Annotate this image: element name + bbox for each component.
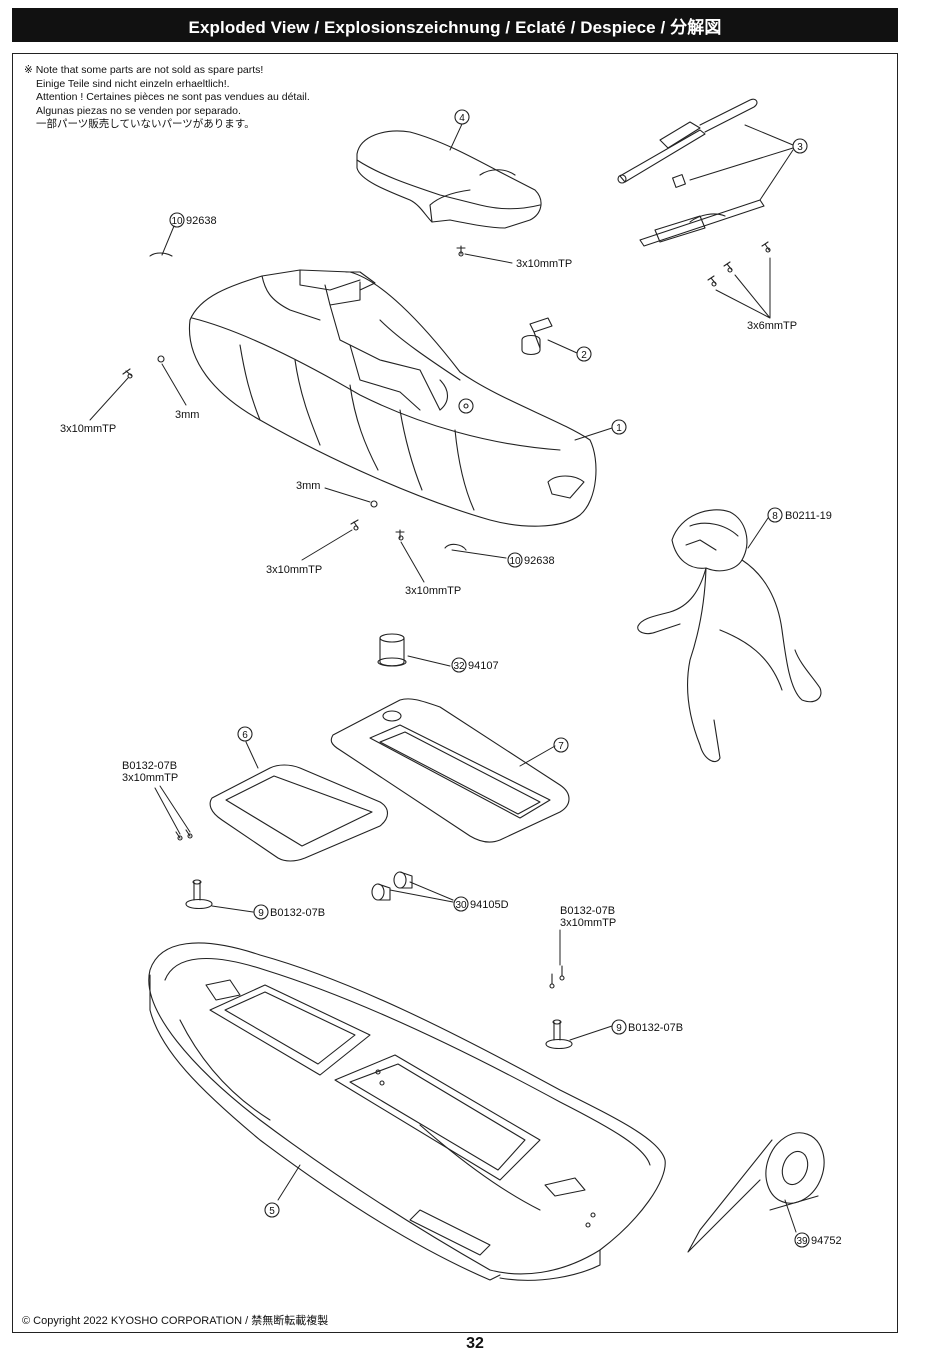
label-right-screw: 3x10mmTP — [560, 917, 616, 929]
copyright-notice: © Copyright 2022 KYOSHO CORPORATION / 禁無… — [22, 1315, 329, 1327]
svg-text:5: 5 — [269, 1206, 275, 1217]
label-left-screw: 3x10mmTP — [122, 772, 178, 784]
note-japanese: 一部パーツ販売していないパーツがあります。 — [36, 118, 255, 130]
driver-figure — [637, 509, 822, 763]
steering-rods-part — [617, 98, 765, 247]
hatch-cover-part — [209, 764, 389, 862]
post-9b — [545, 1019, 573, 1050]
svg-text:2: 2 — [581, 350, 587, 361]
callout-10b: 10 92638 — [507, 552, 555, 568]
svg-text:10: 10 — [509, 556, 521, 567]
svg-text:39: 39 — [796, 1236, 808, 1247]
callout-39: 39 94752 — [794, 1232, 842, 1248]
left-screws — [175, 829, 193, 841]
svg-text:30: 30 — [455, 900, 467, 911]
label-3x10-left: 3x10mmTP — [60, 423, 116, 435]
callout-30: 30 94105D — [453, 896, 509, 912]
svg-text:B0132-07B: B0132-07B — [270, 907, 325, 919]
label-3x10-right: 3x10mmTP — [405, 585, 461, 597]
svg-text:92638: 92638 — [524, 555, 555, 567]
note-french: Attention ! Certaines pièces ne sont pas… — [36, 91, 310, 103]
part-30-grommets — [371, 871, 413, 901]
label-3mm-left: 3mm — [175, 409, 199, 421]
page-number: 32 — [466, 1335, 484, 1352]
hardware-labels: 3x10mmTP 3x6mmTP 3x10mmTP 3mm 3mm 3x10mm… — [60, 258, 797, 929]
diagram-frame — [12, 53, 898, 1333]
svg-text:3: 3 — [797, 142, 803, 153]
header-title: Exploded View / Explosionszeichnung / Ec… — [188, 17, 722, 37]
callout-8: 8 B0211-19 — [767, 507, 832, 523]
callout-3: 3 — [792, 138, 808, 154]
callout-1: 1 — [611, 419, 627, 435]
svg-text:B0132-07B: B0132-07B — [628, 1022, 683, 1034]
svg-text:92638: 92638 — [186, 215, 217, 227]
svg-text:8: 8 — [772, 511, 778, 522]
svg-text:94752: 94752 — [811, 1235, 842, 1247]
label-3mm-center: 3mm — [296, 480, 320, 492]
label-left-code: B0132-07B — [122, 760, 177, 772]
note-english: ※ Note that some parts are not sold as s… — [24, 64, 264, 76]
label-3x10-top: 3x10mmTP — [516, 258, 572, 270]
svg-text:9: 9 — [258, 908, 264, 919]
hull-hardware — [122, 245, 467, 551]
leader-lines — [89, 123, 797, 1233]
callout-32: 32 94107 — [451, 657, 499, 673]
callout-5: 5 — [264, 1202, 280, 1218]
callout-4: 4 — [454, 109, 470, 125]
callout-9a: 9 B0132-07B — [253, 904, 325, 920]
post-part — [521, 317, 553, 356]
page-header: Exploded View / Explosionszeichnung / Ec… — [12, 8, 898, 42]
callout-7: 7 — [553, 737, 569, 753]
svg-text:1: 1 — [616, 423, 622, 434]
svg-text:94105D: 94105D — [470, 899, 509, 911]
callout-10a: 10 92638 — [169, 212, 217, 228]
spare-parts-notes: ※ Note that some parts are not sold as s… — [24, 64, 310, 132]
svg-text:4: 4 — [459, 113, 465, 124]
label-3x10-center: 3x10mmTP — [266, 564, 322, 576]
label-3x6: 3x6mmTP — [747, 320, 797, 332]
upper-hull-part — [188, 269, 597, 527]
rod-screws — [707, 241, 771, 287]
callout-6: 6 — [237, 726, 253, 742]
callout-9b: 9 B0132-07B — [611, 1019, 683, 1035]
svg-text:6: 6 — [242, 730, 248, 741]
svg-text:9: 9 — [616, 1023, 622, 1034]
right-screws — [549, 965, 565, 989]
post-9a — [185, 879, 213, 910]
callout-2: 2 — [576, 346, 592, 362]
svg-text:32: 32 — [453, 661, 465, 672]
label-right-code: B0132-07B — [560, 905, 615, 917]
lower-hull-part — [148, 942, 666, 1281]
svg-text:7: 7 — [558, 741, 564, 752]
tape-roll-part — [687, 1132, 825, 1253]
tray-part — [330, 698, 570, 843]
seat-part — [356, 130, 542, 229]
note-spanish: Algunas piezas no se venden por separado… — [36, 104, 241, 117]
svg-text:94107: 94107 — [468, 660, 499, 672]
part-32-cylinder — [377, 633, 407, 667]
svg-text:10: 10 — [171, 216, 183, 227]
note-german: Einige Teile sind nicht einzeln erhaeltl… — [36, 77, 230, 90]
svg-text:B0211-19: B0211-19 — [785, 510, 832, 522]
